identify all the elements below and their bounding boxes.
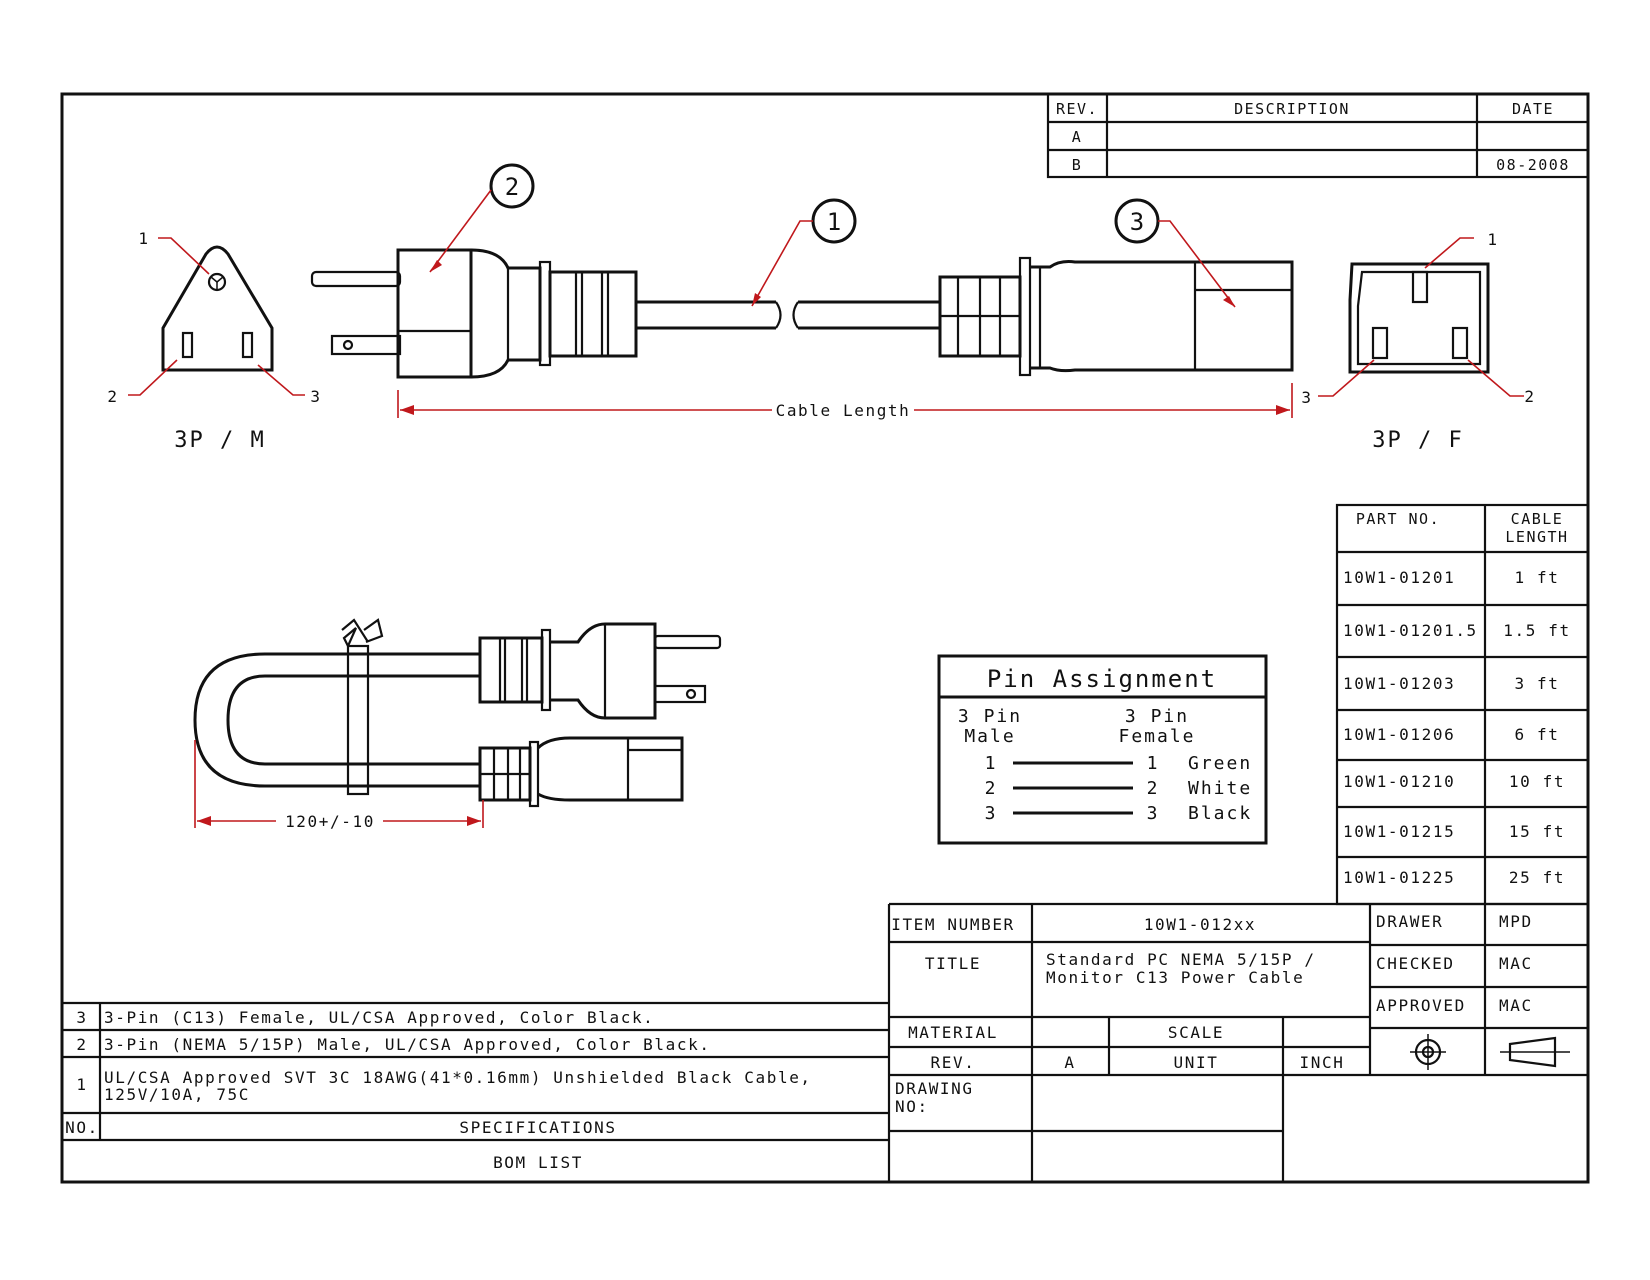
bom-item-3-no: 3	[76, 1008, 87, 1027]
part-number-cell: 10W1-01215	[1343, 822, 1455, 841]
part-number-cell: 10W1-01210	[1343, 772, 1455, 791]
cable-length-cell: 15 ft	[1509, 822, 1565, 841]
flat-prong	[330, 334, 402, 356]
checked-label: CHECKED	[1376, 954, 1455, 973]
rev-a: A	[1072, 128, 1083, 146]
female-face-label: 3P / F	[1372, 428, 1463, 453]
drawing-no-label-1: DRAWING	[895, 1079, 974, 1098]
unit-value: INCH	[1300, 1053, 1345, 1072]
female-pin-2-label: 2	[1524, 387, 1535, 406]
female-pin-3: 3	[1147, 803, 1158, 824]
female-connector-body	[1030, 260, 1294, 373]
rev-value: A	[1064, 1053, 1075, 1072]
bom-spec-header: SPECIFICATIONS	[459, 1118, 616, 1137]
cable-length-dimension: Cable Length	[776, 401, 911, 420]
item-number-label: ITEM NUMBER	[891, 915, 1015, 934]
cable-length-cell: 25 ft	[1509, 868, 1565, 887]
description-header: DESCRIPTION	[1234, 100, 1350, 118]
rev-header: REV.	[1056, 100, 1098, 118]
bom-item-3-spec: 3-Pin (C13) Female, UL/CSA Approved, Col…	[104, 1008, 654, 1027]
bom-list-footer: BOM LIST	[493, 1153, 583, 1172]
male-header-1: 3 Pin	[958, 706, 1022, 727]
male-pin-3: 3	[985, 803, 996, 824]
title-line-1: Standard PC NEMA 5/15P /	[1046, 950, 1316, 969]
approved-value: MAC	[1499, 996, 1533, 1015]
unit-label: UNIT	[1174, 1053, 1219, 1072]
male-plug-body	[396, 248, 473, 379]
callout-2-number: 2	[505, 173, 519, 201]
revision-table: REV. DESCRIPTION DATE A B 08-2008	[1046, 92, 1590, 179]
female-header-2: Female	[1118, 726, 1195, 747]
male-face-label: 3P / M	[174, 428, 265, 453]
bom-item-1-no: 1	[76, 1075, 87, 1094]
bom-list: 3 3-Pin (C13) Female, UL/CSA Approved, C…	[62, 1001, 889, 1172]
part-number-cell: 10W1-01203	[1343, 674, 1455, 693]
wire-color-2: White	[1188, 778, 1252, 799]
callout-2-balloon	[489, 163, 535, 209]
rev-b-date: 08-2008	[1496, 156, 1570, 174]
power-cord-side-view: 2 1 3 Cable Length	[310, 163, 1294, 420]
part-number-table: PART NO. CABLE LENGTH 10W1-01201 1 ft 10W1…	[1335, 503, 1590, 906]
approved-label: APPROVED	[1376, 996, 1466, 1015]
pin-assignment-table: Pin Assignment 3 Pin Male 3 Pin Female 1…	[937, 654, 1268, 845]
checked-value: MAC	[1499, 954, 1533, 973]
bom-item-1-spec-line2: 125V/10A, 75C	[104, 1085, 250, 1104]
pin-assignment-title: Pin Assignment	[987, 665, 1217, 693]
part-number-cell: 10W1-01206	[1343, 725, 1455, 744]
cable-length-header-2: LENGTH	[1505, 528, 1568, 546]
bom-item-2-spec: 3-Pin (NEMA 5/15P) Male, UL/CSA Approved…	[104, 1035, 711, 1054]
male-pin-3-label: 3	[310, 387, 321, 406]
part-no-header: PART NO.	[1356, 510, 1440, 528]
folded-cord-view: 120+/-10	[193, 618, 722, 831]
callout-3-number: 3	[1130, 208, 1144, 236]
title-label: TITLE	[925, 954, 981, 973]
cable-length-cell: 10 ft	[1509, 772, 1565, 791]
third-angle-circle-icon	[1410, 1034, 1446, 1070]
cable-length-cell: 6 ft	[1515, 725, 1560, 744]
female-pin-1: 1	[1147, 753, 1158, 774]
drawer-label: DRAWER	[1376, 912, 1443, 931]
male-header-2: Male	[964, 726, 1015, 747]
male-pin-1: 1	[985, 753, 996, 774]
material-label: MATERIAL	[908, 1023, 998, 1042]
female-face-view: 1 2 3 3P / F	[1301, 230, 1535, 453]
part-number-cell: 10W1-01201	[1343, 568, 1455, 587]
third-angle-cone-icon	[1500, 1036, 1570, 1068]
drawer-value: MPD	[1499, 912, 1533, 931]
title-line-2: Monitor C13 Power Cable	[1046, 968, 1304, 987]
ground-prong	[310, 270, 402, 288]
rev-label: REV.	[931, 1053, 976, 1072]
wire-color-3: Black	[1188, 803, 1252, 824]
callout-1-number: 1	[827, 208, 841, 236]
item-number-value: 10W1-012xx	[1144, 915, 1256, 934]
bend-dimension: 120+/-10	[285, 812, 375, 831]
female-pin-1-label: 1	[1487, 230, 1498, 249]
cable-tie	[346, 644, 370, 796]
title-block: ITEM NUMBER 10W1-012xx TITLE Standard PC…	[887, 902, 1588, 1182]
female-pin-2: 2	[1147, 778, 1158, 799]
date-header: DATE	[1512, 100, 1554, 118]
scale-label: SCALE	[1168, 1023, 1224, 1042]
cable-length-cell: 3 ft	[1515, 674, 1560, 693]
bom-item-2-no: 2	[76, 1035, 87, 1054]
bom-item-1-spec-line1: UL/CSA Approved SVT 3C 18AWG(41*0.16mm) …	[104, 1068, 812, 1087]
male-pin-2-label: 2	[107, 387, 118, 406]
male-face-view: 1 2 3 3P / M	[107, 229, 321, 453]
wire-color-1: Green	[1188, 753, 1252, 774]
part-number-cell: 10W1-01225	[1343, 868, 1455, 887]
part-number-cell: 10W1-01201.5	[1343, 621, 1478, 640]
female-header-1: 3 Pin	[1125, 706, 1189, 727]
cable-length-cell: 1 ft	[1515, 568, 1560, 587]
cable-length-cell: 1.5 ft	[1503, 621, 1570, 640]
rev-b: B	[1072, 156, 1083, 174]
male-pin-1-label: 1	[138, 229, 149, 248]
bom-no-header: NO.	[65, 1118, 99, 1137]
male-pin-2: 2	[985, 778, 996, 799]
drawing-no-label-2: NO:	[895, 1097, 929, 1116]
cable-length-header-1: CABLE	[1511, 510, 1564, 528]
female-pin-3-label: 3	[1301, 388, 1312, 407]
